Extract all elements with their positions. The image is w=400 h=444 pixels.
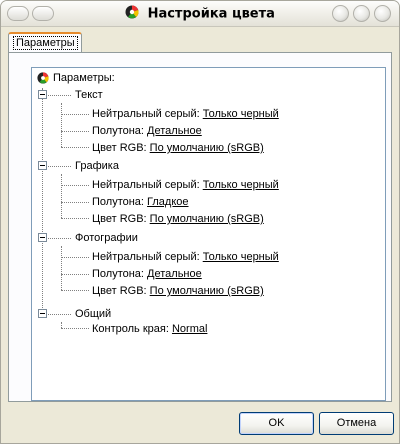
tree-item[interactable]: Цвет RGB: По умолчанию (sRGB) bbox=[92, 212, 264, 226]
group-label: Графика bbox=[75, 160, 119, 172]
item-name: Цвет RGB: bbox=[92, 213, 147, 225]
item-value-link[interactable]: По умолчанию (sRGB) bbox=[149, 285, 264, 297]
tree-item[interactable]: Полутона: Детальное bbox=[92, 124, 202, 138]
group-label: Фотографии bbox=[75, 232, 138, 244]
tree-connector bbox=[61, 274, 89, 275]
item-name: Нейтральный серый: bbox=[92, 251, 200, 263]
item-name: Контроль края: bbox=[92, 323, 169, 335]
tree-item[interactable]: Нейтральный серый: Только черный bbox=[92, 107, 279, 121]
window-menu-button-2[interactable] bbox=[32, 6, 54, 21]
settings-tree[interactable]: Параметры: Текст Нейтральный серый: Толь… bbox=[31, 67, 386, 401]
maximize-button[interactable] bbox=[353, 5, 370, 22]
group-label: Общий bbox=[75, 308, 112, 320]
item-name: Цвет RGB: bbox=[92, 142, 147, 154]
collapse-toggle-graphics[interactable] bbox=[38, 161, 47, 170]
tree-root-label: Параметры: bbox=[53, 72, 115, 84]
item-name: Полутона: bbox=[92, 125, 144, 137]
tree-connector bbox=[61, 174, 62, 218]
item-value-link[interactable]: Только черный bbox=[202, 179, 279, 191]
item-name: Цвет RGB: bbox=[92, 285, 147, 297]
color-wheel-icon bbox=[37, 72, 49, 87]
tree-connector bbox=[61, 290, 89, 291]
tree-item[interactable]: Нейтральный серый: Только черный bbox=[92, 250, 279, 264]
tree-connector bbox=[48, 238, 71, 239]
item-value-link[interactable]: Гладкое bbox=[147, 196, 189, 208]
tree-item[interactable]: Нейтральный серый: Только черный bbox=[92, 178, 279, 192]
tree-connector bbox=[48, 166, 71, 167]
tree-connector bbox=[61, 185, 89, 186]
tree-item[interactable]: Полутона: Детальное bbox=[92, 267, 202, 281]
tree-connector bbox=[61, 246, 62, 290]
tree-connector bbox=[61, 131, 89, 132]
cancel-button[interactable]: Отмена bbox=[319, 412, 394, 435]
tree-connector bbox=[48, 95, 71, 96]
item-value-link[interactable]: Детальное bbox=[147, 125, 202, 137]
tree-item[interactable]: Цвет RGB: По умолчанию (sRGB) bbox=[92, 141, 264, 155]
tree-group-photos[interactable]: Фотографии bbox=[75, 231, 138, 245]
tree-connector bbox=[61, 103, 62, 147]
tree-item[interactable]: Цвет RGB: По умолчанию (sRGB) bbox=[92, 284, 264, 298]
tree-item[interactable]: Контроль края: Normal bbox=[92, 322, 207, 336]
tree-connector bbox=[48, 314, 71, 315]
collapse-toggle-photos[interactable] bbox=[38, 233, 47, 242]
item-value-link[interactable]: По умолчанию (sRGB) bbox=[149, 142, 264, 154]
tree-connector bbox=[61, 147, 89, 148]
close-button[interactable] bbox=[374, 5, 391, 22]
tree-connector bbox=[61, 322, 62, 328]
item-value-link[interactable]: По умолчанию (sRGB) bbox=[149, 213, 264, 225]
tree-group-general[interactable]: Общий bbox=[75, 307, 111, 321]
tree-connector bbox=[61, 202, 89, 203]
tab-parameters[interactable]: Параметры bbox=[8, 32, 82, 53]
item-value-link[interactable]: Normal bbox=[171, 323, 208, 335]
item-name: Полутона: bbox=[92, 268, 144, 280]
tree-connector bbox=[61, 328, 89, 329]
group-label: Текст bbox=[75, 89, 103, 101]
tab-panel: Параметры: Текст Нейтральный серый: Толь… bbox=[8, 52, 392, 402]
tree-item[interactable]: Полутона: Гладкое bbox=[92, 195, 189, 209]
tree-group-graphics[interactable]: Графика bbox=[75, 159, 119, 173]
item-name: Полутона: bbox=[92, 196, 144, 208]
color-wheel-icon bbox=[125, 5, 139, 23]
item-value-link[interactable]: Только черный bbox=[202, 108, 279, 120]
minimize-button[interactable] bbox=[332, 5, 349, 22]
collapse-toggle-text[interactable] bbox=[38, 90, 47, 99]
window-title-group: Настройка цвета bbox=[1, 5, 399, 23]
tree-root[interactable]: Параметры: bbox=[53, 71, 115, 85]
item-name: Нейтральный серый: bbox=[92, 179, 200, 191]
collapse-toggle-general[interactable] bbox=[38, 309, 47, 318]
window-title: Настройка цвета bbox=[147, 6, 275, 22]
tree-connector bbox=[61, 218, 89, 219]
item-name: Нейтральный серый: bbox=[92, 108, 200, 120]
window-menu-button[interactable] bbox=[7, 6, 29, 21]
title-bar: Настройка цвета bbox=[1, 1, 399, 27]
tree-trunk bbox=[42, 88, 43, 314]
tab-parameters-label: Параметры bbox=[13, 36, 78, 50]
item-value-link[interactable]: Только черный bbox=[202, 251, 279, 263]
ok-button[interactable]: OK bbox=[239, 412, 314, 435]
tree-connector bbox=[61, 114, 89, 115]
tree-group-text[interactable]: Текст bbox=[75, 88, 103, 102]
tree-connector bbox=[61, 257, 89, 258]
item-value-link[interactable]: Детальное bbox=[147, 268, 202, 280]
